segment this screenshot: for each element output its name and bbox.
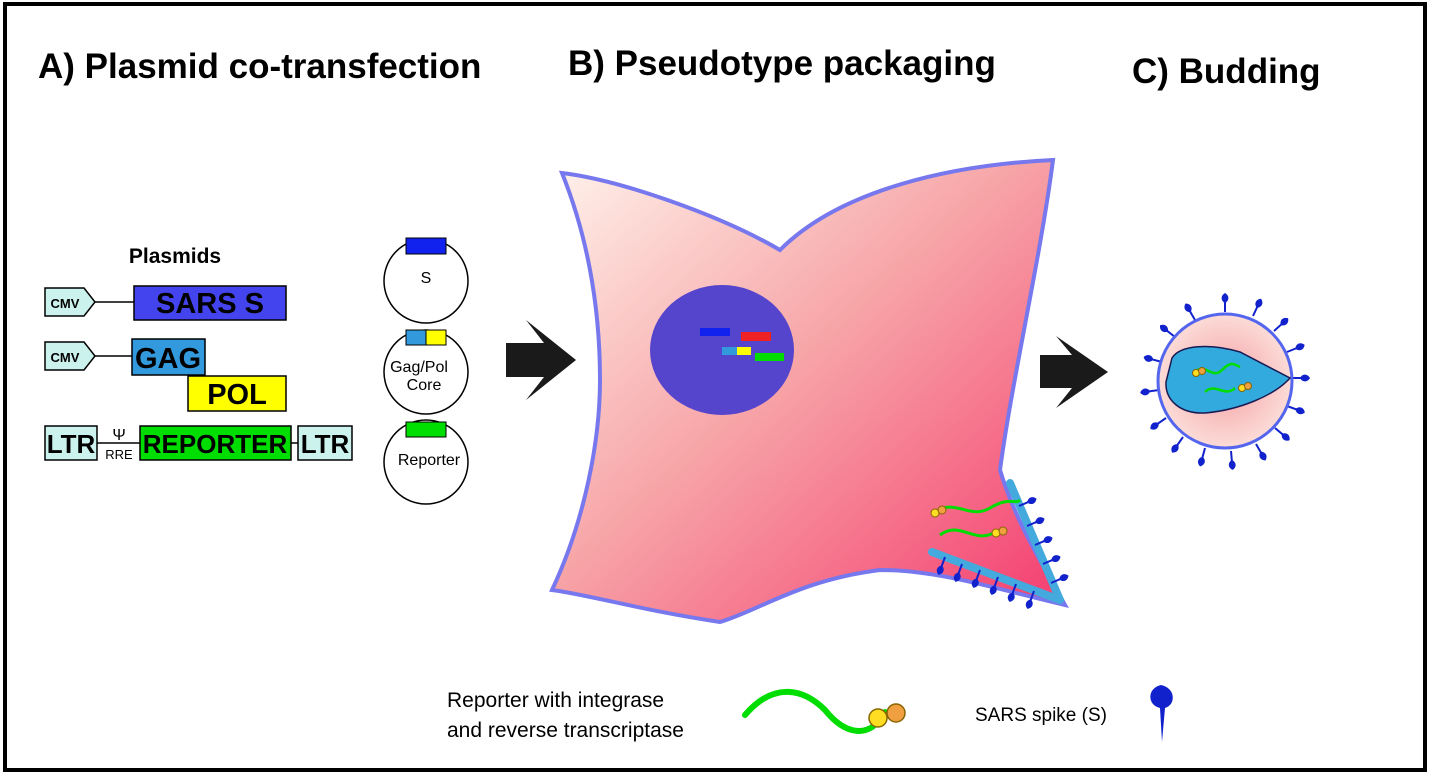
cmv-promoter-arrow: [44, 341, 96, 371]
pol-label: POL: [207, 379, 267, 411]
title-a: A) Plasmid co-transfection: [38, 47, 481, 86]
rre-label: RRE: [105, 447, 133, 462]
cmv-label: CMV: [51, 350, 80, 365]
plasmid-circle-s: S: [383, 237, 469, 324]
nucleus-gene-reporter: [755, 353, 784, 361]
legend-spike-label: SARS spike (S): [975, 705, 1107, 726]
circle-s-label: S: [421, 270, 432, 287]
construct-reporter: LTR Ψ RRE REPORTER LTR: [44, 425, 353, 462]
nucleus-gene-red: [741, 332, 771, 341]
psi-label: Ψ: [112, 427, 125, 444]
legend-reporter-icon: [742, 688, 906, 734]
rna-in-cell: [930, 498, 1022, 538]
virion-core: [1165, 345, 1292, 414]
reporter-label: REPORTER: [143, 429, 288, 459]
pol-gene-box: [187, 375, 287, 412]
spike-icon: [1150, 685, 1173, 742]
sars-s-label: SARS S: [156, 288, 264, 320]
cmv-promoter-arrow: [44, 287, 96, 317]
virion: [1138, 292, 1311, 472]
circle-gagpol-label-1: Gag/Pol: [390, 359, 448, 376]
cmv-label: CMV: [51, 296, 80, 311]
circle-gagpol-label-2: Core: [407, 377, 442, 394]
legend-reporter-line-2: and reverse transcriptase: [447, 719, 684, 742]
reporter-gene-box: [139, 425, 292, 461]
ltr-left-box: [44, 425, 98, 461]
host-cell: [549, 157, 1069, 625]
construct-sars-s: CMV SARS S: [44, 285, 287, 321]
plasmids-heading: Plasmids: [129, 245, 221, 268]
gag-gene-box: [131, 338, 206, 376]
sars-s-gene-box: [133, 285, 287, 321]
arrow-to-virion: [1040, 336, 1108, 408]
legend-reporter-line-1: Reporter with integrase: [447, 689, 664, 712]
ltr-right-box: [297, 425, 353, 461]
nucleus-gene-pol: [737, 347, 751, 355]
gag-label: GAG: [135, 343, 201, 375]
title-c: C) Budding: [1132, 52, 1321, 91]
nucleus-gene-s: [700, 328, 730, 336]
construct-gag-pol: CMV GAG POL: [44, 338, 287, 412]
circle-reporter-label: Reporter: [398, 452, 461, 469]
plasmid-circle-reporter: Reporter: [383, 419, 469, 505]
ltr-left-label: LTR: [47, 429, 96, 459]
ltr-right-label: LTR: [301, 429, 350, 459]
plasmid-circle-gag-pol: Gag/Pol Core: [383, 329, 469, 415]
arrow-to-cell: [506, 320, 576, 400]
title-b: B) Pseudotype packaging: [568, 44, 996, 83]
nucleus-gene-gag: [722, 347, 737, 355]
